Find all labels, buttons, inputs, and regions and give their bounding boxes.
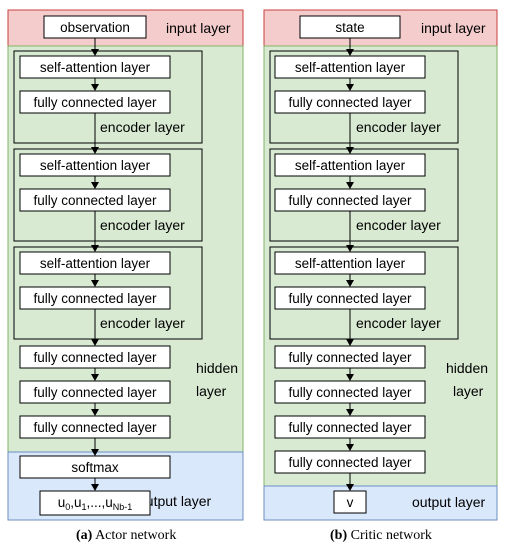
critic-self-attention-text-3: self-attention layer <box>295 256 406 271</box>
actor-input-layer-label: input layer <box>166 20 231 36</box>
actor-observation-text: observation <box>60 20 130 35</box>
actor-self-attention-text-3: self-attention layer <box>40 256 151 271</box>
actor-encoder-label-3: encoder layer <box>100 315 185 331</box>
actor-softmax-text: softmax <box>71 460 119 475</box>
critic-fc-text-h3: fully connected layer <box>288 420 412 435</box>
critic-fc-text-h4: fully connected layer <box>288 455 412 470</box>
actor-network: input layer hidden layer output layer ob… <box>7 9 244 521</box>
actor-hidden-layer-label-1: hidden <box>196 360 238 376</box>
actor-fc-text-e2: fully connected layer <box>33 193 157 208</box>
critic-encoder-layer-1 <box>269 50 459 144</box>
critic-caption-text: Critic network <box>350 528 432 543</box>
critic-fc-text-e1: fully connected layer <box>288 95 412 110</box>
critic-encoder-label-2: encoder layer <box>356 217 441 233</box>
critic-encoder-label-1: encoder layer <box>356 119 441 135</box>
actor-action-output-text: u0,u1,...,uNb-1 <box>58 495 133 512</box>
actor-output-layer-label: output layer <box>138 493 211 509</box>
actor-action-output-box <box>39 490 151 516</box>
actor-caption: (a) Actor network <box>76 528 176 544</box>
actor-fc-text-h1: fully connected layer <box>33 350 157 365</box>
critic-caption: (b) Critic network <box>330 528 432 544</box>
critic-network: input layer hidden layer output layer st… <box>263 9 498 521</box>
critic-caption-letter: (b) <box>330 528 348 543</box>
actor-self-attention-text-2: self-attention layer <box>40 158 151 173</box>
actor-self-attention-text-1: self-attention layer <box>40 60 151 75</box>
actor-fc-text-h3: fully connected layer <box>33 420 157 435</box>
critic-state-text: state <box>335 20 364 35</box>
actor-encoder-layer-2 <box>13 148 203 242</box>
actor-encoder-label-1: encoder layer <box>100 119 185 135</box>
critic-encoder-layer-3 <box>269 246 459 340</box>
actor-encoder-layer-1 <box>13 50 203 144</box>
actor-fc-text-e3: fully connected layer <box>33 291 157 306</box>
critic-fc-text-h2: fully connected layer <box>288 385 412 400</box>
actor-caption-letter: (a) <box>76 528 93 543</box>
critic-hidden-layer-label-1: hidden <box>446 360 488 376</box>
critic-self-attention-text-1: self-attention layer <box>295 60 406 75</box>
critic-encoder-label-3: encoder layer <box>356 315 441 331</box>
critic-input-layer-label: input layer <box>421 20 486 36</box>
critic-output-layer-label: output layer <box>412 494 485 510</box>
critic-self-attention-text-2: self-attention layer <box>295 158 406 173</box>
critic-fc-text-e3: fully connected layer <box>288 291 412 306</box>
actor-fc-text-h2: fully connected layer <box>33 385 157 400</box>
critic-encoder-layer-2 <box>269 148 459 242</box>
actor-caption-text: Actor network <box>95 528 177 543</box>
critic-value-output-box <box>333 490 367 514</box>
actor-encoder-label-2: encoder layer <box>100 217 185 233</box>
critic-fc-text-e2: fully connected layer <box>288 193 412 208</box>
critic-value-output-text: v <box>347 495 354 510</box>
actor-fc-text-e1: fully connected layer <box>33 95 157 110</box>
critic-hidden-layer-label-2: layer <box>453 383 484 399</box>
critic-output-layer-bg <box>263 485 498 521</box>
actor-hidden-layer-label-2: layer <box>196 383 227 399</box>
actor-encoder-layer-3 <box>13 246 203 340</box>
critic-fc-text-h1: fully connected layer <box>288 350 412 365</box>
